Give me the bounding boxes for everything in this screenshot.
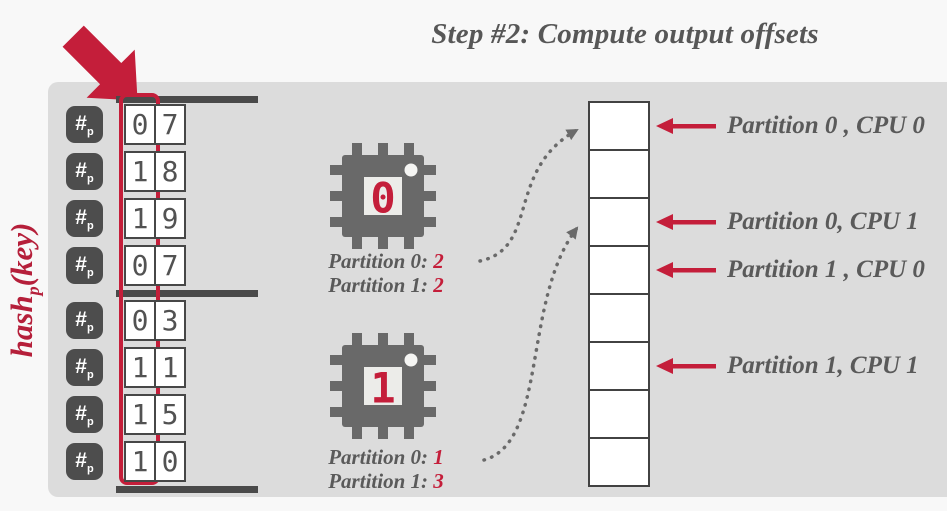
partition-count-label: Partition 1:: [328, 469, 428, 493]
left-arrow-icon: [656, 262, 716, 278]
hash-partition-icon: #p: [66, 153, 103, 190]
badge-symbol: #: [75, 355, 87, 378]
cpu-chip-0-label: 0: [370, 174, 395, 223]
cpu-chip-1-icon: 1: [330, 333, 436, 439]
partition-bit-cell: 1: [124, 441, 156, 482]
hash-partition-icon: #p: [66, 106, 103, 143]
hash-partition-icon: #p: [66, 302, 103, 339]
partition-count-value: 2: [433, 273, 444, 297]
left-arrow-icon: [656, 214, 716, 230]
badge-subscript: p: [86, 416, 94, 429]
hash-partition-icon: #p: [66, 349, 103, 386]
partition-bit-cell: 1: [124, 347, 156, 388]
key-digit-cell: 5: [154, 394, 186, 435]
annotation-label: Partition 1, CPU 1: [727, 352, 919, 379]
hash-partition-icon: #p: [66, 396, 103, 433]
partition-count-value: 1: [433, 445, 444, 469]
left-arrow-icon: [656, 358, 716, 374]
offset-annotation: Partition 1 , CPU 0: [656, 256, 925, 284]
count-line: Partition 0: 1: [296, 445, 476, 469]
badge-subscript: p: [86, 173, 94, 186]
key-digit-cell: 1: [154, 347, 186, 388]
cpu1-partition-counts: Partition 0: 1 Partition 1: 3: [296, 445, 476, 493]
output-cell: [588, 437, 650, 487]
badge-symbol: #: [75, 449, 87, 472]
partition-count-label: Partition 0:: [328, 249, 428, 273]
table-separator-bar: [116, 486, 258, 493]
badge-subscript: p: [86, 463, 94, 476]
table-separator-bar: [116, 96, 258, 103]
partition-bit-cell: 1: [124, 151, 156, 192]
output-cell: [588, 197, 650, 247]
badge-subscript: p: [86, 126, 94, 139]
annotation-label: Partition 1 , CPU 0: [727, 256, 925, 283]
badge-subscript: p: [86, 220, 94, 233]
hash-partition-icon: #p: [66, 200, 103, 237]
offset-annotation: Partition 0 , CPU 0: [656, 112, 925, 140]
key-digit-cell: 8: [154, 151, 186, 192]
output-cell: [588, 389, 650, 439]
output-cell: [588, 101, 650, 151]
cpu-chip-0-icon: 0: [330, 143, 436, 249]
key-digit-cell: 9: [154, 198, 186, 239]
table-separator-bar: [116, 290, 258, 297]
output-buffer: [588, 101, 654, 487]
offset-annotation: Partition 1, CPU 1: [656, 352, 919, 380]
output-cell: [588, 245, 650, 295]
badge-symbol: #: [75, 159, 87, 182]
partition-bit-cell: 1: [124, 394, 156, 435]
key-digit-cell: 0: [154, 441, 186, 482]
hash-label-prefix: hash: [4, 295, 39, 358]
partition-count-value: 3: [433, 469, 444, 493]
partition-bit-cell: 0: [124, 300, 156, 341]
cpu0-partition-counts: Partition 0: 2 Partition 1: 2: [296, 249, 476, 297]
partition-bit-cell: 0: [124, 245, 156, 286]
partition-count-label: Partition 1:: [328, 273, 428, 297]
output-cell: [588, 341, 650, 391]
key-digit-cell: 3: [154, 300, 186, 341]
offset-annotation: Partition 0, CPU 1: [656, 208, 919, 236]
badge-symbol: #: [75, 308, 87, 331]
count-line: Partition 1: 2: [296, 273, 476, 297]
cpu-chip-1-label: 1: [370, 364, 395, 413]
partition-bit-cell: 0: [124, 104, 156, 145]
output-cell: [588, 293, 650, 343]
hash-partition-icon: #p: [66, 247, 103, 284]
badge-symbol: #: [75, 402, 87, 425]
badge-symbol: #: [75, 253, 87, 276]
hash-label-subscript: p: [23, 286, 44, 296]
badge-subscript: p: [86, 322, 94, 335]
key-digit-cell: 7: [154, 245, 186, 286]
partition-count-label: Partition 0:: [328, 445, 428, 469]
badge-subscript: p: [86, 369, 94, 382]
count-line: Partition 1: 3: [296, 469, 476, 493]
left-arrow-icon: [656, 118, 716, 134]
page-title: Step #2: Compute output offsets: [431, 18, 819, 50]
count-line: Partition 0: 2: [296, 249, 476, 273]
annotation-label: Partition 0, CPU 1: [727, 208, 919, 235]
partition-column-highlight: [119, 93, 160, 485]
badge-subscript: p: [86, 267, 94, 280]
output-cell: [588, 149, 650, 199]
key-digit-cell: 7: [154, 104, 186, 145]
badge-symbol: #: [75, 206, 87, 229]
hash-label-suffix: (key): [4, 222, 39, 287]
partition-count-value: 2: [433, 249, 444, 273]
annotation-label: Partition 0 , CPU 0: [727, 112, 925, 139]
hash-partition-icon: #p: [66, 443, 103, 480]
hash-function-label: hashp(key): [4, 180, 44, 400]
badge-symbol: #: [75, 112, 87, 135]
partition-bit-cell: 1: [124, 198, 156, 239]
